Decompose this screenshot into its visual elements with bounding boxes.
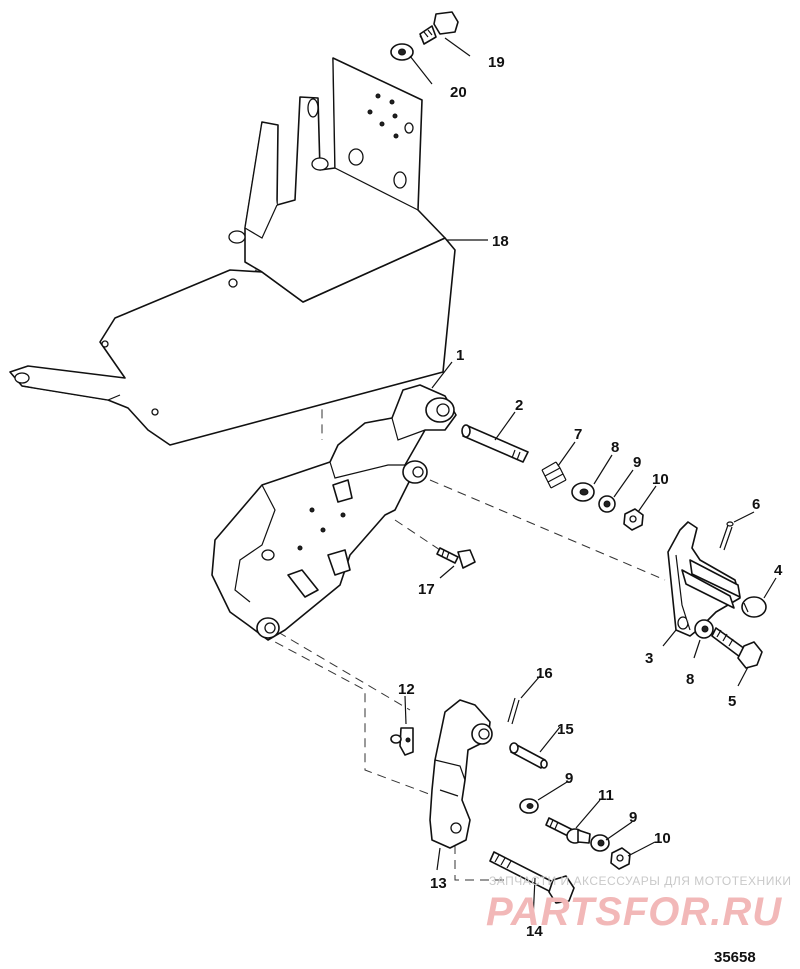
callout-17: 17 (418, 581, 435, 598)
watermark: ЗАПЧАСТИ И АКСЕССУАРЫ ДЛЯ МОТОТЕХНИКИ PA… (486, 874, 791, 934)
watermark-brand: PARTSFOR.RU (486, 890, 782, 934)
callout-19: 19 (488, 54, 505, 71)
part-20-washer (390, 43, 414, 61)
part-7-spring (541, 461, 567, 489)
callout-6: 6 (752, 496, 760, 513)
part-19-bolt (419, 11, 459, 45)
callout-8-lower: 8 (686, 671, 694, 688)
part-11-stud (545, 817, 591, 844)
part-13-lower-lever (429, 699, 493, 849)
callout-11: 11 (598, 787, 614, 804)
part-1-main-bracket (211, 384, 457, 641)
callout-7: 7 (574, 426, 582, 443)
callout-5: 5 (728, 693, 736, 710)
part-6-cotter-pin (719, 521, 734, 551)
part-2-pin (461, 424, 529, 463)
part-5-bolt (711, 627, 763, 669)
part-10-nut-upper (623, 508, 644, 531)
part-4-cap (741, 596, 767, 618)
callout-20: 20 (450, 84, 467, 101)
callout-3: 3 (645, 650, 653, 667)
callout-10-lower: 10 (654, 830, 671, 847)
watermark-tagline: ЗАПЧАСТИ И АКСЕССУАРЫ ДЛЯ МОТОТЕХНИКИ (489, 874, 791, 888)
part-10-nut-lower (610, 847, 631, 870)
callout-9-upper: 9 (633, 454, 641, 471)
callout-12: 12 (398, 681, 415, 698)
callout-labels: 19 20 18 1 2 7 8 9 10 6 4 3 8 5 17 12 16… (398, 54, 783, 940)
part-8-washer-upper (571, 482, 595, 502)
callout-8-upper: 8 (611, 439, 619, 456)
part-14-bolt (489, 851, 575, 904)
callout-1: 1 (456, 347, 464, 364)
part-16-cotter-pin (507, 697, 520, 725)
part-17-bolt (436, 547, 476, 569)
part-8-washer-lower (694, 619, 714, 639)
callout-4: 4 (774, 562, 783, 579)
callout-13: 13 (430, 875, 447, 892)
leader-lines (404, 37, 777, 921)
callout-9-lower: 9 (629, 809, 637, 826)
part-12-clip (390, 727, 414, 756)
part-15-pin (509, 742, 548, 769)
callout-2: 2 (515, 397, 523, 414)
part-9-washer-upper (598, 495, 616, 513)
part-3-lever-bracket (667, 521, 741, 637)
callout-16: 16 (536, 665, 553, 682)
callout-10-upper: 10 (652, 471, 669, 488)
part-9-washer-lower (590, 834, 610, 852)
figure-number: 35658 (714, 949, 756, 966)
part-9-washer-middle (519, 798, 539, 814)
callout-18: 18 (492, 233, 509, 250)
callout-15: 15 (557, 721, 574, 738)
callout-9-middle: 9 (565, 770, 573, 787)
part-18-bracket-plate (9, 57, 456, 446)
callout-14: 14 (526, 923, 543, 940)
